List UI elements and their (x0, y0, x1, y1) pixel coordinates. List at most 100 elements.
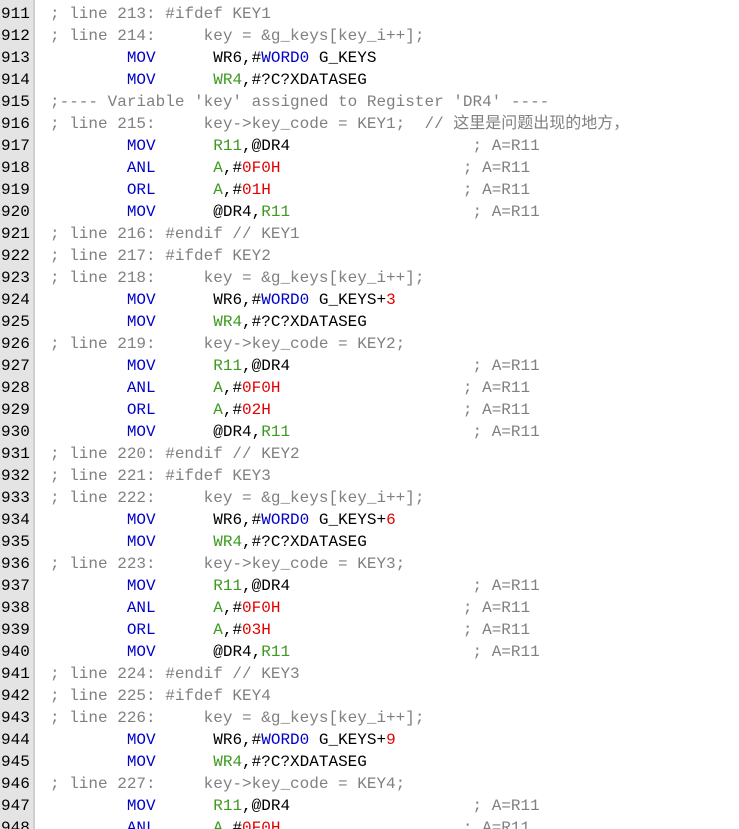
code-line[interactable]: 938 ANL A,#0F0H ; A=R11 (0, 597, 739, 619)
code-text[interactable]: ANL A,#0F0H ; A=R11 (50, 817, 530, 829)
code-text[interactable]: MOV WR4,#?C?XDATASEG (50, 311, 367, 333)
code-token: WR6,# (155, 291, 262, 309)
line-number: 941 (1, 665, 30, 683)
code-text[interactable]: ; line 216: #endif // KEY1 (50, 223, 300, 245)
code-text[interactable]: MOV WR6,#WORD0 G_KEYS (50, 47, 377, 69)
code-token: ; line 219: key->key_code = KEY2; (50, 335, 406, 353)
code-line[interactable]: 939 ORL A,#03H ; A=R11 (0, 619, 739, 641)
line-number: 920 (1, 203, 30, 221)
code-line[interactable]: 924 MOV WR6,#WORD0 G_KEYS+3 (0, 289, 739, 311)
code-token (50, 71, 127, 89)
code-line[interactable]: 916; line 215: key->key_code = KEY1; // … (0, 113, 739, 135)
code-line[interactable]: 948 ANL A,#0F0H ; A=R11 (0, 817, 739, 829)
code-line[interactable]: 944 MOV WR6,#WORD0 G_KEYS+9 (0, 729, 739, 751)
code-token: ; line 217: #ifdef KEY2 (50, 247, 271, 265)
code-line[interactable]: 940 MOV @DR4,R11 ; A=R11 (0, 641, 739, 663)
code-line[interactable]: 920 MOV @DR4,R11 ; A=R11 (0, 201, 739, 223)
code-line[interactable]: 931; line 220: #endif // KEY2 (0, 443, 739, 465)
code-line[interactable]: 922; line 217: #ifdef KEY2 (0, 245, 739, 267)
code-line[interactable]: 947 MOV R11,@DR4 ; A=R11 (0, 795, 739, 817)
code-line[interactable]: 943; line 226: key = &g_keys[key_i++]; (0, 707, 739, 729)
code-text[interactable]: ; line 215: key->key_code = KEY1; // 这里是… (50, 113, 629, 135)
code-text[interactable]: ; line 223: key->key_code = KEY3; (50, 553, 405, 575)
code-line[interactable]: 930 MOV @DR4,R11 ; A=R11 (0, 421, 739, 443)
code-text[interactable]: MOV R11,@DR4 ; A=R11 (50, 795, 540, 817)
code-text[interactable]: ; line 218: key = &g_keys[key_i++]; (50, 267, 424, 289)
code-text[interactable]: ; line 214: key = &g_keys[key_i++]; (50, 25, 424, 47)
code-token: ,# (222, 599, 243, 617)
code-text[interactable]: MOV @DR4,R11 ; A=R11 (50, 201, 540, 223)
code-token: MOV (126, 49, 156, 67)
code-token: WR4 (213, 313, 243, 331)
code-text[interactable]: MOV WR6,#WORD0 G_KEYS+3 (50, 289, 396, 311)
code-token (50, 511, 127, 529)
code-text[interactable]: ; line 219: key->key_code = KEY2; (50, 333, 405, 355)
code-line[interactable]: 915;---- Variable 'key' assigned to Regi… (0, 91, 739, 113)
code-line[interactable]: 914 MOV WR4,#?C?XDATASEG (0, 69, 739, 91)
code-text[interactable]: MOV WR6,#WORD0 G_KEYS+6 (50, 509, 396, 531)
code-token (156, 137, 214, 155)
code-text[interactable]: MOV WR4,#?C?XDATASEG (50, 531, 367, 553)
code-text[interactable]: ORL A,#01H ; A=R11 (50, 179, 530, 201)
code-text[interactable]: MOV WR6,#WORD0 G_KEYS+9 (50, 729, 396, 751)
code-line[interactable]: 918 ANL A,#0F0H ; A=R11 (0, 157, 739, 179)
code-text[interactable]: ; line 227: key->key_code = KEY4; (50, 773, 405, 795)
code-line[interactable]: 928 ANL A,#0F0H ; A=R11 (0, 377, 739, 399)
code-line[interactable]: 946; line 227: key->key_code = KEY4; (0, 773, 739, 795)
code-token: ANL (126, 819, 156, 829)
code-line[interactable]: 926; line 219: key->key_code = KEY2; (0, 333, 739, 355)
code-token: ; A=R11 (290, 203, 540, 221)
line-number: 927 (1, 357, 30, 375)
code-line[interactable]: 945 MOV WR4,#?C?XDATASEG (0, 751, 739, 773)
code-text[interactable]: MOV R11,@DR4 ; A=R11 (50, 575, 540, 597)
code-text[interactable]: MOV WR4,#?C?XDATASEG (50, 69, 367, 91)
code-text[interactable]: ;---- Variable 'key' assigned to Registe… (50, 91, 549, 113)
code-line[interactable]: 941 ; line 224: #endif // KEY3 (0, 663, 739, 685)
code-line[interactable]: 913 MOV WR6,#WORD0 G_KEYS (0, 47, 739, 69)
code-line[interactable]: 932 ; line 221: #ifdef KEY3 (0, 465, 739, 487)
code-text[interactable]: ANL A,#0F0H ; A=R11 (50, 597, 530, 619)
code-line[interactable]: 921; line 216: #endif // KEY1 (0, 223, 739, 245)
line-number: 914 (1, 71, 30, 89)
code-line[interactable]: 911 ; line 213: #ifdef KEY1 (0, 3, 739, 25)
code-text[interactable]: ; line 222: key = &g_keys[key_i++]; (50, 487, 424, 509)
code-line[interactable]: 927 MOV R11,@DR4 ; A=R11 (0, 355, 739, 377)
line-number: 918 (1, 159, 30, 177)
code-line[interactable]: 917 MOV R11,@DR4 ; A=R11 (0, 135, 739, 157)
code-text[interactable]: ; line 221: #ifdef KEY3 (50, 465, 271, 487)
code-text[interactable]: ; line 224: #endif // KEY3 (50, 663, 300, 685)
code-token: MOV (126, 291, 156, 309)
code-line[interactable]: 942; line 225: #ifdef KEY4 (0, 685, 739, 707)
code-text[interactable]: ANL A,#0F0H ; A=R11 (50, 377, 530, 399)
code-token (50, 291, 127, 309)
code-line[interactable]: 936; line 223: key->key_code = KEY3; (0, 553, 739, 575)
code-text[interactable]: ; line 220: #endif // KEY2 (50, 443, 300, 465)
code-text[interactable]: MOV @DR4,R11 ; A=R11 (50, 421, 540, 443)
code-text[interactable]: MOV @DR4,R11 ; A=R11 (50, 641, 540, 663)
code-line[interactable]: 929 ORL A,#02H ; A=R11 (0, 399, 739, 421)
code-line[interactable]: 925 MOV WR4,#?C?XDATASEG (0, 311, 739, 333)
code-text[interactable]: ; line 226: key = &g_keys[key_i++]; (50, 707, 424, 729)
line-number: 932 (1, 467, 30, 485)
code-line[interactable]: 919 ORL A,#01H ; A=R11 (0, 179, 739, 201)
code-line[interactable]: 912; line 214: key = &g_keys[key_i++]; (0, 25, 739, 47)
code-line[interactable]: 937 MOV R11,@DR4 ; A=R11 (0, 575, 739, 597)
code-text[interactable]: ; line 217: #ifdef KEY2 (50, 245, 271, 267)
code-token: 01H (242, 181, 271, 199)
code-text[interactable]: ORL A,#02H ; A=R11 (50, 399, 530, 421)
code-token: ; A=R11 (280, 599, 531, 617)
code-text[interactable]: ORL A,#03H ; A=R11 (50, 619, 530, 641)
code-text[interactable]: ; line 213: #ifdef KEY1 (50, 3, 271, 25)
code-text[interactable]: ; line 225: #ifdef KEY4 (50, 685, 271, 707)
code-text[interactable]: ANL A,#0F0H ; A=R11 (50, 157, 530, 179)
code-text[interactable]: MOV R11,@DR4 ; A=R11 (50, 355, 540, 377)
code-text[interactable]: MOV WR4,#?C?XDATASEG (50, 751, 367, 773)
code-line[interactable]: 934 MOV WR6,#WORD0 G_KEYS+6 (0, 509, 739, 531)
line-number: 911 (1, 5, 30, 23)
code-line[interactable]: 935 MOV WR4,#?C?XDATASEG (0, 531, 739, 553)
code-line[interactable]: 923; line 218: key = &g_keys[key_i++]; (0, 267, 739, 289)
code-token: G_KEYS+ (309, 731, 387, 749)
code-line[interactable]: 933; line 222: key = &g_keys[key_i++]; (0, 487, 739, 509)
code-text[interactable]: MOV R11,@DR4 ; A=R11 (50, 135, 540, 157)
